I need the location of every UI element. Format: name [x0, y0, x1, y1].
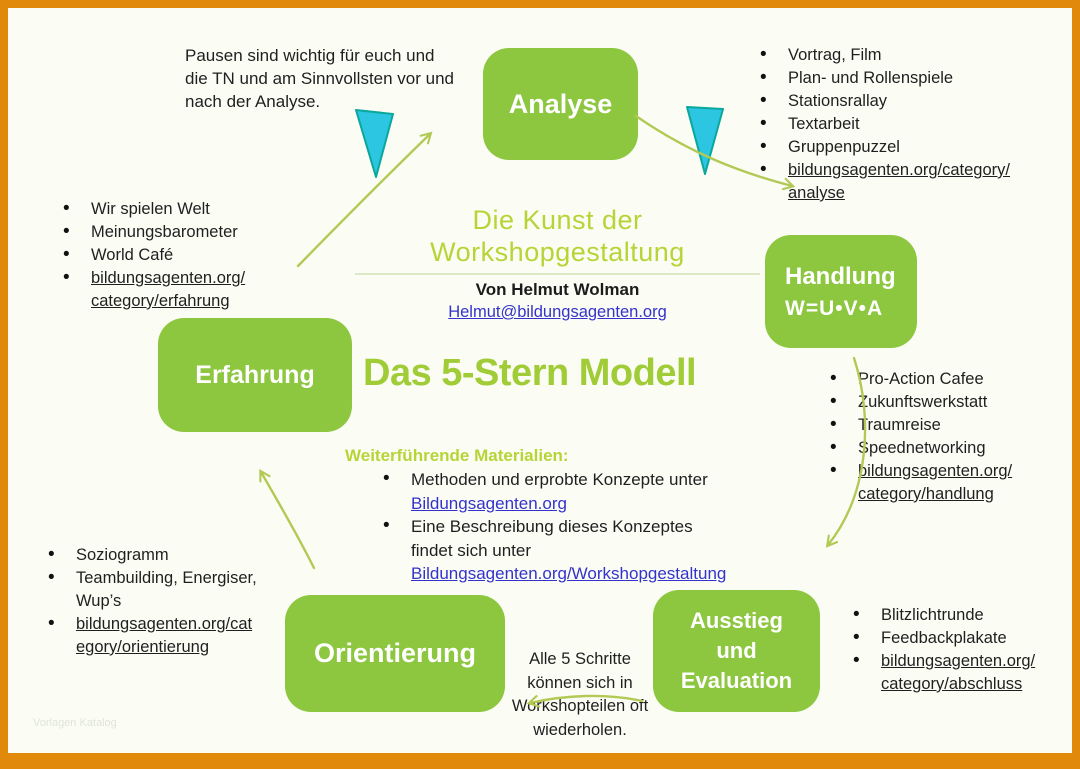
note-wiederholen: Alle 5 Schritte können sich in Workshopt… — [511, 650, 649, 739]
list-item-link: bildungsagenten.org/ category/handlung — [822, 459, 1080, 506]
materials-link-1[interactable]: Bildungsagenten.org — [411, 493, 567, 513]
materials-link-2[interactable]: Bildungsagenten.org/Workshopgestaltung — [411, 564, 727, 583]
watermark: Vorlagen Katalog — [33, 717, 117, 729]
node-erfahrung: Erfahrung — [158, 318, 352, 432]
subtitle-line1: Die Kunst der — [472, 205, 643, 235]
list-item: Stationsrallay — [752, 89, 1052, 113]
list-item: Pro-Action Cafee — [822, 367, 1080, 391]
orientierung-category-link[interactable]: bildungsagenten.org/cat egory/orientieru… — [76, 615, 253, 656]
list-item-link: bildungsagenten.org/cat egory/orientieru… — [40, 612, 292, 659]
list-item: Blitzlichtrunde — [845, 603, 1080, 627]
list-item: World Café — [55, 243, 305, 267]
node-orientierung-label: Orientierung — [313, 638, 476, 668]
erfahrung-methods-list: Wir spielen Welt Meinungsbarometer World… — [55, 197, 305, 313]
list-item: Gruppenpuzzel — [752, 135, 1052, 159]
list-item: Plan- und Rollenspiele — [752, 66, 1052, 90]
node-handlung-formula: W=U•V•A — [785, 296, 884, 320]
list-item: Zukunftswerkstatt — [822, 390, 1080, 414]
email-link[interactable]: Helmut@bildungsagenten.org — [448, 303, 667, 321]
note-pausen: Pausen sind wichtig für euch und die TN … — [185, 46, 455, 111]
abschluss-category-link[interactable]: bildungsagenten.org/ category/abschluss — [881, 652, 1036, 693]
node-erfahrung-label: Erfahrung — [195, 360, 315, 389]
list-item-link: bildungsagenten.org/ category/erfahrung — [55, 266, 305, 313]
node-ausstieg: Ausstieg und Evaluation — [653, 590, 820, 712]
node-ausstieg-line1: Ausstieg — [690, 608, 783, 634]
node-ausstieg-line2: und — [716, 638, 757, 664]
node-analyse-label: Analyse — [508, 88, 613, 119]
analyse-methods-list: Vortrag, Film Plan- und Rollenspiele Sta… — [752, 43, 1052, 205]
list-item: Textarbeit — [752, 112, 1052, 136]
list-item: Teambuilding, Energiser, Wup’s — [40, 566, 292, 613]
list-item: Speednetworking — [822, 436, 1080, 460]
handlung-methods-list: Pro-Action Cafee Zukunftswerkstatt Traum… — [822, 367, 1080, 506]
materials-item-2: Eine Beschreibung dieses Konzeptes finde… — [375, 514, 726, 586]
list-item: Meinungsbarometer — [55, 220, 305, 244]
analyse-category-link[interactable]: bildungsagenten.org/category/ analyse — [788, 161, 1010, 202]
materials-item-1-text: Methoden und erprobte Konzepte unter — [411, 470, 708, 489]
materials-item-2-text: Eine Beschreibung dieses Konzeptes finde… — [411, 517, 693, 560]
list-item: Soziogramm — [40, 543, 292, 567]
header-block: Die Kunst der Workshopgestaltung Von Hel… — [355, 204, 760, 323]
list-item-link: bildungsagenten.org/ category/abschluss — [845, 649, 1080, 696]
materials-item-1: Methoden und erprobte Konzepte unter Bil… — [375, 467, 720, 515]
node-analyse: Analyse — [483, 48, 638, 160]
materials-list: Methoden und erprobte Konzepte unter Bil… — [375, 467, 726, 586]
main-title: Das 5-Stern Modell — [363, 352, 697, 394]
list-item: Vortrag, Film — [752, 43, 1052, 67]
list-item: Traumreise — [822, 413, 1080, 437]
list-item-link: bildungsagenten.org/category/ analyse — [752, 158, 1052, 205]
list-item: Feedbackplakate — [845, 626, 1080, 650]
erfahrung-category-link[interactable]: bildungsagenten.org/ category/erfahrung — [91, 269, 246, 310]
node-orientierung: Orientierung — [285, 595, 505, 712]
handlung-category-link[interactable]: bildungsagenten.org/ category/handlung — [858, 462, 1013, 503]
list-item: Wir spielen Welt — [55, 197, 305, 221]
materials-heading: Weiterführende Materialien: — [345, 446, 569, 465]
abschluss-methods-list: Blitzlichtrunde Feedbackplakate bildungs… — [845, 603, 1080, 696]
divider-line — [355, 273, 760, 275]
author-name: Von Helmut Wolman — [475, 280, 640, 299]
subtitle-line2: Workshopgestaltung — [430, 237, 685, 267]
node-handlung: Handlung W=U•V•A — [765, 235, 917, 348]
node-ausstieg-line3: Evaluation — [680, 667, 793, 693]
orientierung-methods-list: Soziogramm Teambuilding, Energiser, Wup’… — [40, 543, 292, 659]
node-handlung-label: Handlung — [785, 262, 896, 290]
